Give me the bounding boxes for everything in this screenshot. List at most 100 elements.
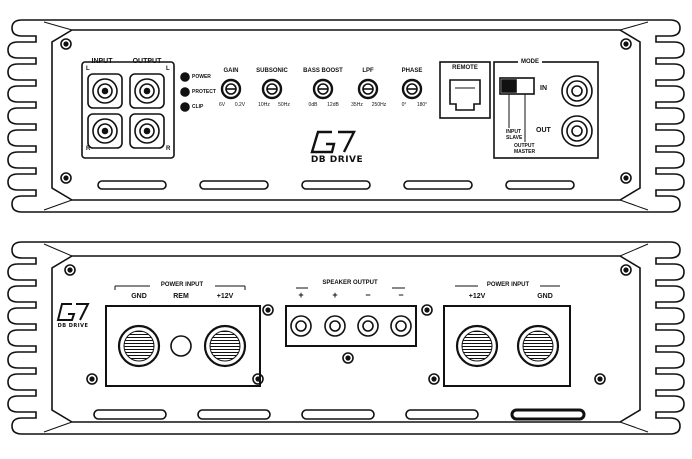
power-input-left-box [105, 305, 261, 387]
speaker-terminal-1[interactable] [290, 315, 312, 337]
right-channel-label-input: R [86, 146, 91, 152]
mode-box [493, 61, 599, 159]
subsonic-max-label: 50Hz [278, 102, 290, 108]
input-label: INPUT [91, 58, 113, 65]
rca-block [81, 61, 175, 159]
gain-min-label: 6V [218, 102, 226, 108]
speaker-polarity-4: − [398, 290, 404, 300]
clip-indicator-label: CLIP [192, 104, 204, 110]
mode-input-label: INPUT [506, 129, 521, 135]
phase-max-label: 180° [416, 102, 428, 108]
speaker-polarity-1: + [298, 290, 304, 300]
bass-boost-knob[interactable] [312, 78, 334, 100]
lpf-knob[interactable] [357, 78, 379, 100]
gnd-right-label: GND [537, 293, 553, 300]
right-channel-label-output: R [166, 146, 171, 152]
screw-icon [594, 373, 606, 385]
rca-input-right-jack[interactable] [87, 113, 123, 149]
output-label: OUTPUT [132, 58, 162, 65]
gnd-left-label: GND [131, 293, 147, 300]
protect-led-icon [180, 87, 190, 97]
left-channel-label-output: L [166, 66, 170, 72]
screw-icon [252, 373, 264, 385]
mode-master-label: MASTER [514, 149, 536, 155]
bass-boost-label: BASS BOOST [303, 68, 343, 74]
rem-label: REM [173, 293, 189, 300]
left-channel-label-input: L [86, 66, 90, 72]
screw-icon [421, 304, 433, 316]
speaker-terminal-2[interactable] [324, 315, 346, 337]
heatsink-fins-left [7, 19, 42, 213]
heatsink-fins-right-bottom [650, 241, 685, 435]
vent-slots [97, 180, 575, 190]
screw-icon [342, 352, 354, 364]
bass-boost-max-label: 12dB [327, 102, 339, 108]
phase-label: PHASE [401, 68, 423, 74]
mode-label: MODE [518, 59, 542, 65]
g7-logo-small-icon [56, 303, 90, 321]
screw-icon [428, 373, 440, 385]
power-indicator-label: POWER [192, 74, 211, 80]
rca-output-left-jack[interactable] [129, 73, 165, 109]
subsonic-knob[interactable] [261, 78, 283, 100]
phase-min-label: 0° [401, 102, 407, 108]
speaker-polarity-3: − [365, 290, 371, 300]
mode-in-jack[interactable] [561, 75, 593, 107]
speaker-output-title: SPEAKER OUTPUT [322, 280, 378, 286]
screw-icon [60, 38, 72, 50]
rem-terminal[interactable] [170, 335, 192, 357]
screw-icon [262, 304, 274, 316]
screw-icon [64, 264, 76, 276]
heatsink-fins-left-bottom [7, 241, 42, 435]
gain-max-label: 0.2V [234, 102, 246, 108]
speaker-output-box [285, 305, 417, 347]
plus12v-terminal-right[interactable] [455, 324, 499, 368]
power-input-right-box [443, 305, 571, 387]
gain-label: GAIN [223, 68, 239, 74]
gnd-terminal-right[interactable] [516, 324, 560, 368]
remote-port-jack[interactable] [449, 79, 481, 111]
mode-out-jack[interactable] [561, 115, 593, 147]
g7-logo-icon [310, 130, 356, 154]
power-input-left-title: POWER INPUT [160, 282, 204, 288]
plus12v-left-label: +12V [216, 293, 234, 300]
remote-port-box [439, 61, 491, 119]
lpf-min-label: 35Hz [351, 102, 363, 108]
vent-slots-bottom [93, 408, 586, 421]
heatsink-fins-right [650, 19, 685, 213]
mode-slave-label: SLAVE [506, 135, 523, 141]
top-panel [7, 19, 685, 213]
mode-switch[interactable] [499, 77, 535, 95]
brand-name-top: DB DRIVE [310, 155, 364, 165]
out-label: OUT [536, 127, 551, 134]
rca-input-left-jack[interactable] [87, 73, 123, 109]
screw-icon [620, 172, 632, 184]
rca-output-right-jack[interactable] [129, 113, 165, 149]
screw-icon [620, 38, 632, 50]
clip-led-icon [180, 102, 190, 112]
top-face-plate [51, 29, 641, 201]
in-label: IN [540, 85, 547, 92]
gain-knob[interactable] [220, 78, 242, 100]
protect-indicator-label: PROTECT [192, 89, 216, 95]
mode-output-label: OUTPUT [514, 143, 535, 149]
power-input-right-title: POWER INPUT [486, 282, 530, 288]
bottom-panel [7, 241, 685, 435]
plus12v-right-label: +12V [468, 293, 486, 300]
subsonic-label: SUBSONIC [256, 68, 288, 74]
speaker-terminal-3[interactable] [357, 315, 379, 337]
screw-icon [86, 373, 98, 385]
lpf-max-label: 250Hz [371, 102, 387, 108]
phase-knob[interactable] [401, 78, 423, 100]
remote-label: REMOTE [452, 65, 478, 71]
speaker-polarity-2: + [332, 290, 338, 300]
subsonic-min-label: 10Hz [258, 102, 270, 108]
gnd-terminal-left[interactable] [117, 324, 161, 368]
plus12v-terminal-left[interactable] [203, 324, 247, 368]
speaker-terminal-4[interactable] [390, 315, 412, 337]
screw-icon [60, 172, 72, 184]
lpf-label: LPF [362, 68, 374, 74]
screw-icon [620, 264, 632, 276]
bass-boost-min-label: 0dB [308, 102, 318, 108]
